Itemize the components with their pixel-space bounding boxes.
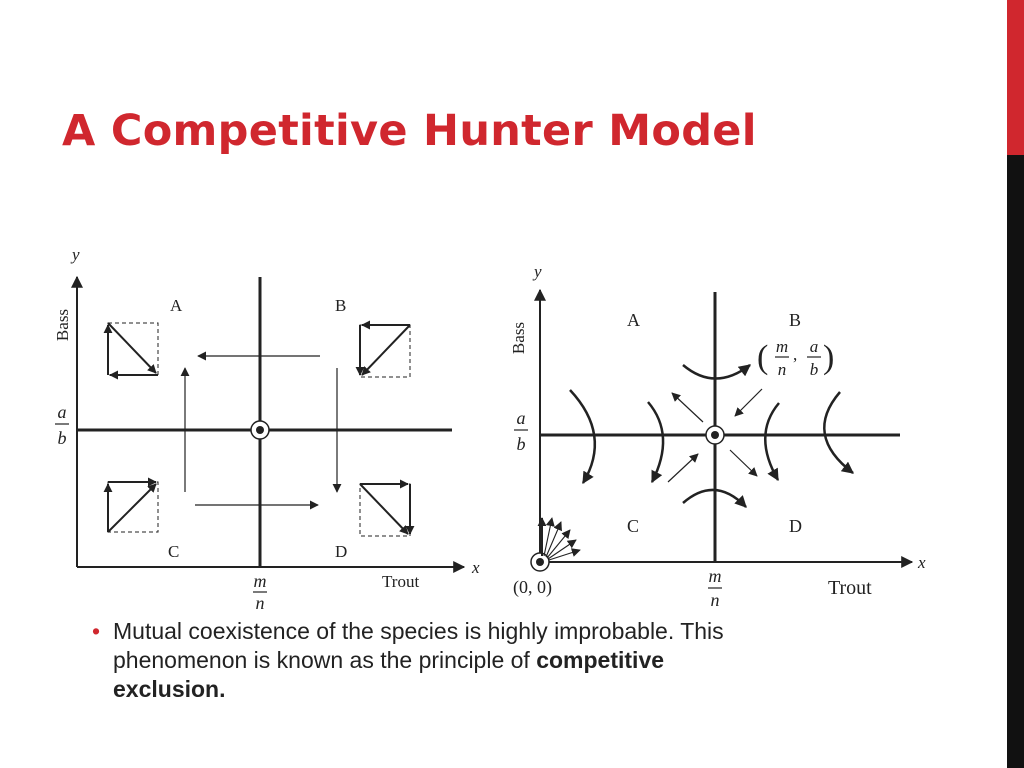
- left-box-D: [359, 479, 415, 537]
- right-equilibrium-dot: [711, 431, 719, 439]
- left-y-tick-num: a: [58, 402, 67, 422]
- curve-top: [682, 364, 751, 380]
- right-y-axis-letter: y: [532, 262, 542, 281]
- left-phase-diagram: y Bass a b m n Trout x A B C D: [53, 245, 480, 613]
- left-x-tick-den: n: [256, 593, 265, 613]
- right-origin-label: (0, 0): [513, 577, 552, 598]
- left-box-A: [103, 322, 159, 380]
- left-box-C: [103, 477, 159, 533]
- right-y-tick-den: b: [517, 434, 526, 454]
- left-y-axis-letter: y: [70, 245, 80, 264]
- eq-sep: ,: [793, 345, 797, 364]
- right-diagonal-arrows: [667, 388, 763, 483]
- right-y-axis-label: Bass: [509, 322, 528, 354]
- bullet-text: Mutual coexistence of the species is hig…: [113, 617, 873, 704]
- right-y-tick-num: a: [517, 408, 526, 428]
- curve-bottom: [682, 488, 747, 508]
- right-origin-dot: [536, 558, 544, 566]
- curve-far-right: [823, 391, 854, 474]
- bullet-text-line1: Mutual coexistence of the species is hig…: [113, 618, 724, 644]
- right-region-C: C: [627, 516, 639, 536]
- bullet-bold-term-1: competitive: [536, 647, 665, 673]
- right-phase-diagram: y Bass a b m n Trout x (0, 0) A B C D ( …: [509, 262, 926, 610]
- right-origin-fan-arrows: [537, 517, 581, 561]
- right-region-A: A: [627, 310, 640, 330]
- left-region-B: B: [335, 296, 346, 315]
- left-y-axis-label: Bass: [53, 309, 72, 341]
- left-x-tick-num: m: [254, 571, 267, 591]
- bullet-bold-term-2: exclusion.: [113, 676, 226, 702]
- curve-near-left: [647, 401, 665, 484]
- right-trajectories: [569, 364, 854, 508]
- right-x-tick-den: n: [711, 590, 720, 610]
- left-region-A: A: [170, 296, 183, 315]
- right-region-B: B: [789, 310, 801, 330]
- svg-text:): ): [823, 339, 834, 376]
- side-accent-black-bar: [1007, 155, 1024, 768]
- curve-near-right: [764, 402, 780, 482]
- bullet-text-line2: phenomenon is known as the principle of: [113, 647, 537, 673]
- left-region-D: D: [335, 542, 347, 561]
- phase-plane-figures: y Bass a b m n Trout x A B C D: [53, 245, 926, 613]
- slide-title: A Competitive Hunter Model: [62, 106, 757, 156]
- left-x-axis-label: Trout: [382, 572, 419, 591]
- left-region-C: C: [168, 542, 179, 561]
- eq-x-den: n: [778, 360, 787, 379]
- eq-y-num: a: [810, 337, 819, 356]
- left-box-B: [355, 320, 411, 378]
- eq-x-num: m: [776, 337, 788, 356]
- right-region-D: D: [789, 516, 802, 536]
- right-x-tick-num: m: [709, 566, 722, 586]
- eq-y-den: b: [810, 360, 819, 379]
- bullet-dot: •: [92, 618, 101, 644]
- left-equilibrium-dot: [256, 426, 264, 434]
- right-equilibrium-label: ( m n , a b ): [757, 337, 834, 379]
- left-x-axis-letter: x: [471, 558, 480, 577]
- curve-far-left: [569, 389, 596, 485]
- left-y-tick-den: b: [58, 428, 67, 448]
- right-x-axis-letter: x: [917, 553, 926, 572]
- svg-text:(: (: [757, 339, 768, 376]
- side-accent-red-bar: [1007, 0, 1024, 155]
- right-x-axis-label: Trout: [828, 577, 872, 599]
